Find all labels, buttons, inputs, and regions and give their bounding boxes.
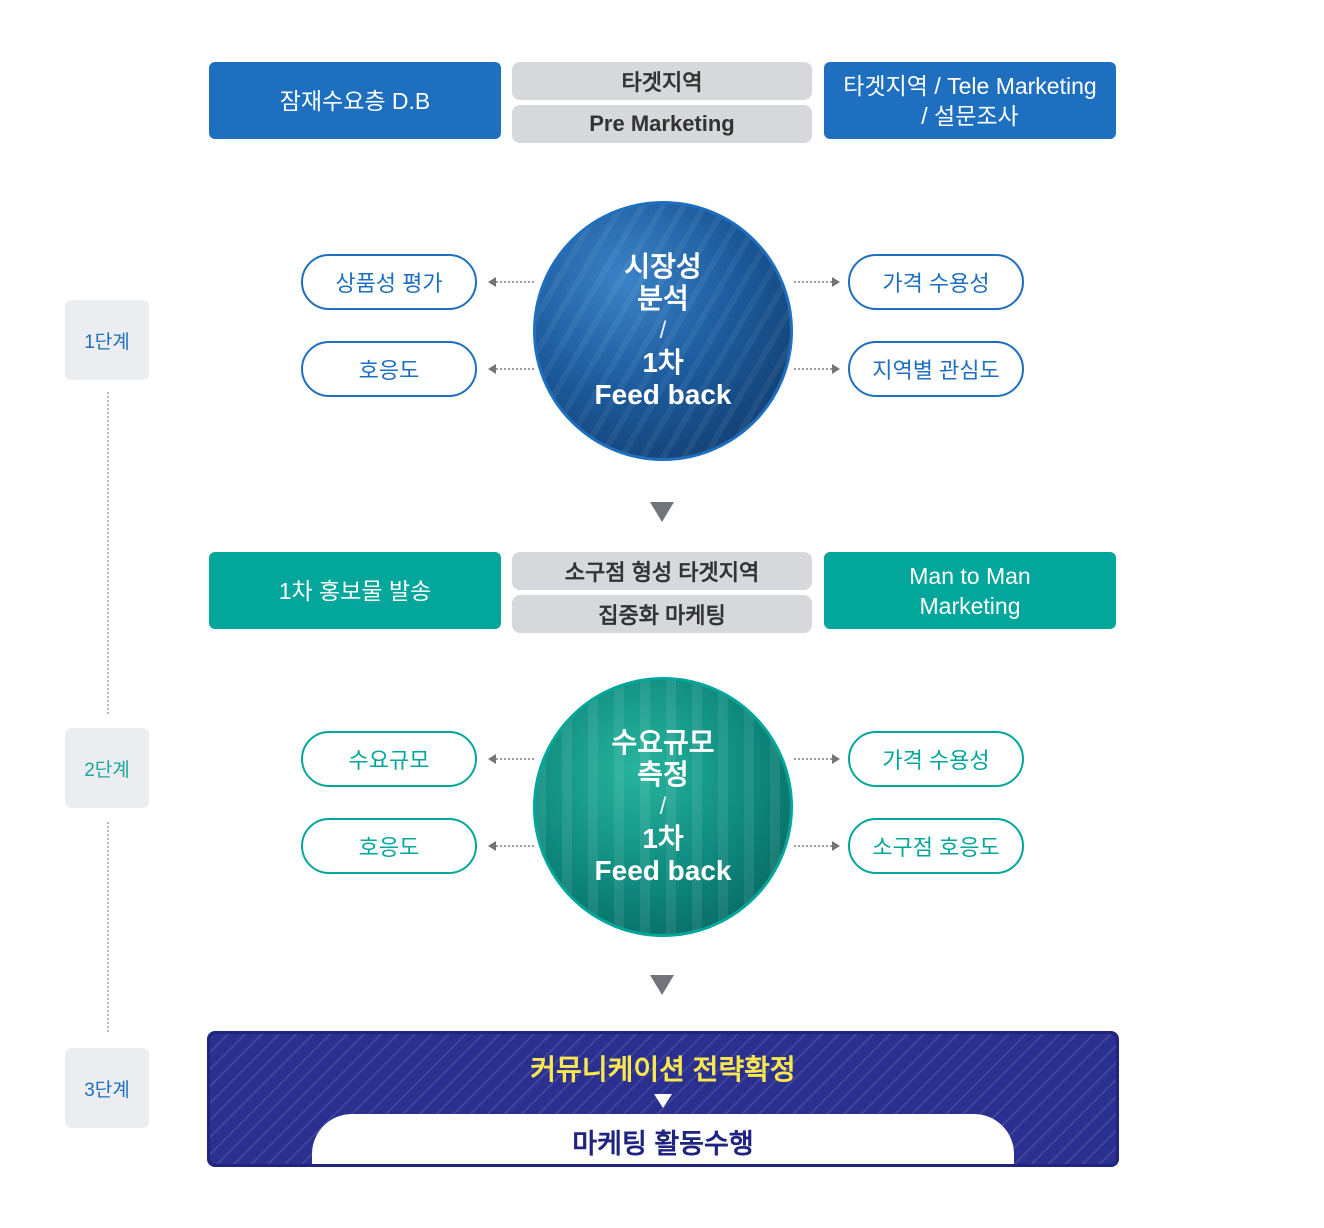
man-to-man-box: Man to Man Marketing xyxy=(824,552,1116,629)
demand-measure-circle: 수요규모 측정 / 1차 Feed back xyxy=(533,677,793,937)
tele-marketing-line2: / 설문조사 xyxy=(921,102,1019,129)
stage-3-label: 3단계 xyxy=(65,1048,149,1128)
arrow-left-icon xyxy=(488,277,534,287)
circle-2-line4: Feed back xyxy=(594,855,732,886)
stage-connector-1 xyxy=(107,392,109,714)
arrow-left-icon xyxy=(488,364,534,374)
response-pill-2: 호응도 xyxy=(301,818,477,874)
arrow-right-icon xyxy=(794,277,840,287)
arrow-left-icon xyxy=(488,841,534,851)
circle-1-line2: 분석 xyxy=(637,283,689,314)
down-arrow-icon xyxy=(650,975,674,995)
down-arrow-icon xyxy=(650,502,674,522)
market-analysis-circle: 시장성 분석 / 1차 Feed back xyxy=(533,201,793,461)
focused-marketing-label: 집중화 마케팅 xyxy=(512,595,812,633)
stage-1-label: 1단계 xyxy=(65,300,149,380)
circle-2-line1: 수요규모 xyxy=(611,727,715,758)
tele-marketing-box: 타겟지역 / Tele Marketing / 설문조사 xyxy=(824,62,1116,139)
circle-2-line3: 1차 xyxy=(642,823,684,854)
price-acceptance-pill-1: 가격 수용성 xyxy=(848,254,1024,310)
response-pill-1: 호응도 xyxy=(301,341,477,397)
communication-strategy-block: 커뮤니케이션 전략확정 마케팅 활동수행 xyxy=(207,1031,1119,1167)
arrow-right-icon xyxy=(794,754,840,764)
man-to-man-line2: Marketing xyxy=(919,592,1021,619)
arrow-right-icon xyxy=(794,841,840,851)
circle-1-line4: Feed back xyxy=(594,379,732,410)
pre-marketing-label: Pre Marketing xyxy=(512,105,812,143)
circle-1-line3: 1차 xyxy=(642,347,684,378)
demand-size-pill: 수요규모 xyxy=(301,731,477,787)
stage-2-label: 2단계 xyxy=(65,728,149,808)
target-region-label: 타겟지역 xyxy=(512,62,812,100)
strategy-title: 커뮤니케이션 전략확정 xyxy=(530,1054,796,1085)
product-evaluation-pill: 상품성 평가 xyxy=(301,254,477,310)
arrow-left-icon xyxy=(488,754,534,764)
down-arrow-icon xyxy=(654,1094,672,1108)
first-promo-box: 1차 홍보물 발송 xyxy=(209,552,501,629)
regional-interest-pill: 지역별 관심도 xyxy=(848,341,1024,397)
appeal-target-region-label: 소구점 형성 타겟지역 xyxy=(512,552,812,590)
circle-1-line1: 시장성 xyxy=(624,251,702,282)
arrow-right-icon xyxy=(794,364,840,374)
tele-marketing-line1: 타겟지역 / Tele Marketing xyxy=(843,72,1097,99)
stage-connector-2 xyxy=(107,822,109,1032)
man-to-man-line1: Man to Man xyxy=(909,562,1031,589)
circle-2-slash: / xyxy=(659,793,667,820)
appeal-response-pill: 소구점 호응도 xyxy=(848,818,1024,874)
circle-2-line2: 측정 xyxy=(637,759,689,790)
potential-demand-db-box: 잠재수요층 D.B xyxy=(209,62,501,139)
price-acceptance-pill-2: 가격 수용성 xyxy=(848,731,1024,787)
circle-1-slash: / xyxy=(659,317,667,344)
marketing-activity-label: 마케팅 활동수행 xyxy=(312,1114,1014,1164)
